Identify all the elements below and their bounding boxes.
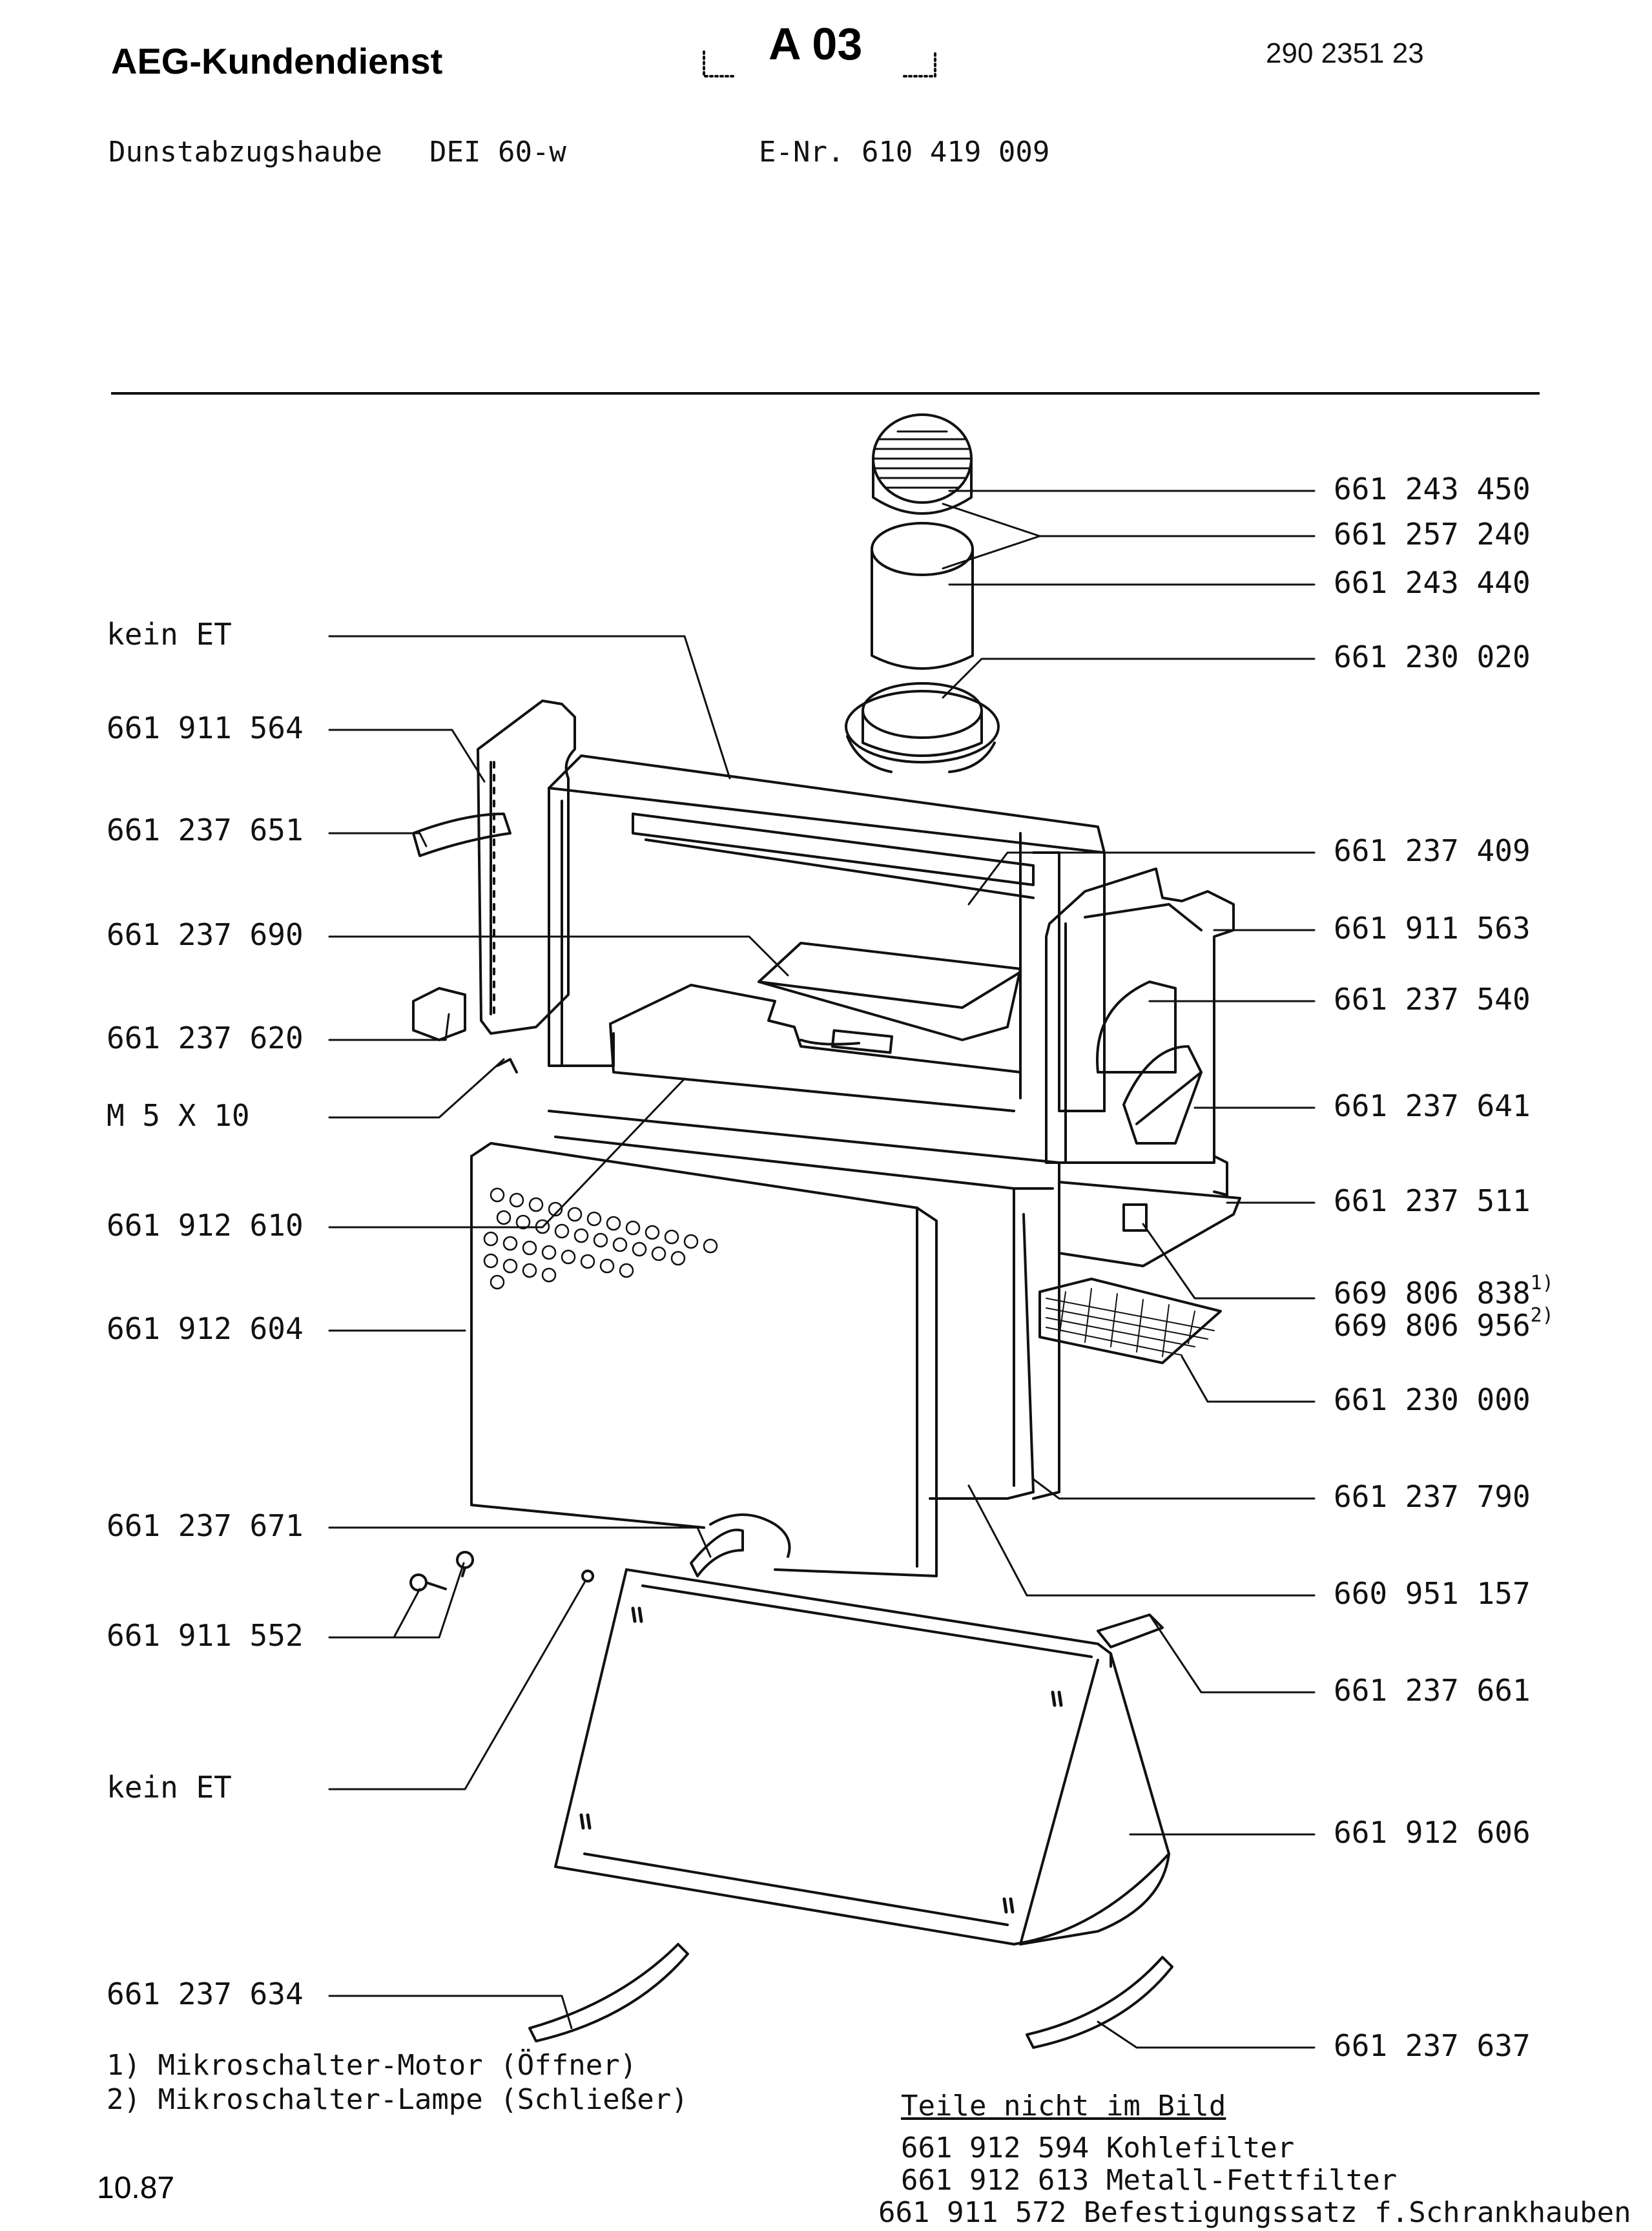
label-left-4: 661 237 690 [107, 917, 304, 952]
label-right-13: 661 237 790 [1334, 1479, 1531, 1514]
label-right-17: 661 237 637 [1334, 2028, 1531, 2063]
not-shown-item-1: 661 912 594 Kohlefilter [901, 2132, 1295, 2164]
label-left-2: 661 911 564 [107, 711, 304, 745]
label-right-8: 661 237 641 [1334, 1088, 1531, 1123]
label-right-5: 661 237 409 [1334, 833, 1531, 868]
label-left-9: 661 237 671 [107, 1508, 304, 1543]
header-divider [111, 392, 1540, 395]
label-right-10-text: 669 806 838 [1334, 1276, 1531, 1311]
doc-number: 290 2351 23 [1266, 37, 1424, 69]
label-right-9: 661 237 511 [1334, 1183, 1531, 1218]
label-left-6: M 5 X 10 [107, 1098, 250, 1133]
label-left-5: 661 237 620 [107, 1021, 304, 1055]
label-right-3: 661 243 440 [1334, 565, 1531, 600]
label-left-7: 661 912 610 [107, 1208, 304, 1243]
product-name: Dunstabzugshaube [108, 136, 382, 169]
label-right-4: 661 230 020 [1334, 639, 1531, 674]
label-left-10: 661 911 552 [107, 1618, 304, 1653]
e-number: E-Nr. 610 419 009 [759, 136, 1050, 169]
label-right-6: 661 911 563 [1334, 911, 1531, 946]
not-shown-item-3: 661 911 572 Befestigungssatz f.Schrankha… [878, 2196, 1631, 2229]
label-right-11: 669 806 9562) [1334, 1304, 1554, 1343]
footnote-mark-1: 1) [1530, 1272, 1554, 1294]
label-left-12: 661 237 634 [107, 1977, 304, 2011]
label-left-11: kein ET [107, 1770, 232, 1805]
model-number: DEI 60-w [429, 136, 566, 169]
label-left-3: 661 237 651 [107, 813, 304, 847]
issue-date: 10.87 [97, 2171, 175, 2205]
label-right-1: 661 243 450 [1334, 472, 1531, 506]
label-right-15: 661 237 661 [1334, 1673, 1531, 1708]
footnote-1: 1) Mikroschalter-Motor (Öffner) [107, 2049, 637, 2082]
label-right-7: 661 237 540 [1334, 982, 1531, 1017]
label-right-11-text: 669 806 956 [1334, 1308, 1531, 1343]
not-shown-item-2: 661 912 613 Metall-Fettfilter [901, 2164, 1398, 2197]
label-right-2: 661 257 240 [1334, 517, 1531, 552]
label-left-8: 661 912 604 [107, 1311, 304, 1346]
footnote-2: 2) Mikroschalter-Lampe (Schließer) [107, 2083, 688, 2116]
label-left-1: kein ET [107, 617, 232, 652]
page-code: A 03 [769, 19, 863, 69]
label-right-14: 660 951 157 [1334, 1576, 1531, 1611]
not-shown-title: Teile nicht im Bild [901, 2090, 1226, 2122]
label-right-16: 661 912 606 [1334, 1815, 1531, 1850]
label-right-10: 669 806 8381) [1334, 1272, 1554, 1311]
footnote-mark-2: 2) [1530, 1304, 1554, 1327]
company-name: AEG-Kundendienst [111, 41, 443, 81]
label-right-12: 661 230 000 [1334, 1382, 1531, 1417]
